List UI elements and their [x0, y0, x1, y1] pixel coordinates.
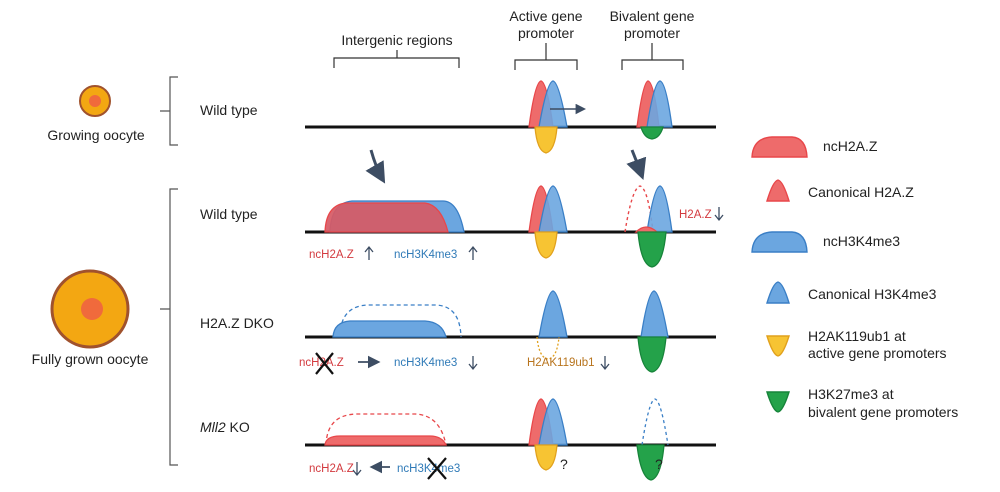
row2-up-arrow-2 — [468, 245, 478, 260]
row4-caption-h2az: ncH2A.Z — [309, 463, 354, 475]
legend-h3k27me3-icon — [766, 391, 790, 413]
header-bivalent-2: promoter — [624, 25, 680, 41]
row3-caption-h2az: ncH2A.Z — [299, 357, 344, 369]
legend-label-4: Canonical H3K4me3 — [808, 286, 937, 302]
fully-grown-oocyte-icon — [50, 269, 130, 349]
bracket-grown — [160, 188, 178, 466]
row4-bivalent-peaks — [636, 398, 669, 481]
row4-cross-icon — [427, 457, 447, 480]
transition-arrow-intergenic — [365, 149, 386, 184]
legend-label-6b: bivalent gene promoters — [808, 404, 958, 420]
legend-canonical-h3k4me3-icon — [766, 281, 790, 304]
legend-label-1: ncH2A.Z — [823, 138, 878, 154]
row3-label: H2A.Z DKO — [200, 315, 274, 331]
row4-label-gene: Mll2 — [200, 419, 226, 435]
legend-ncH2A.Z-icon — [751, 136, 808, 158]
legend-label-5a: H2AK119ub1 at — [808, 328, 906, 344]
bracket-intergenic — [333, 50, 460, 68]
legend-ncH3K4me3-icon — [751, 231, 808, 253]
bracket-growing — [160, 76, 178, 146]
row3-down-arrow-2 — [600, 356, 610, 371]
legend-h2ak119ub1-icon — [766, 335, 790, 357]
row3-active-peaks — [536, 290, 568, 360]
bracket-active — [514, 43, 578, 70]
row2-active-peaks — [528, 185, 568, 259]
row4-down-arrow — [352, 462, 362, 477]
row4-question-active: ? — [560, 456, 568, 472]
row4-question-bivalent: ? — [655, 456, 663, 472]
fully-grown-oocyte-label: Fully grown oocyte — [32, 351, 149, 367]
row4-caption-h3k4: ncH3K4me3 — [397, 463, 460, 475]
row2-bivalent-peaks — [624, 185, 673, 268]
row3-caption-h3k4: ncH3K4me3 — [394, 357, 457, 369]
row3-caption-h2ak: H2AK119ub1 — [527, 357, 595, 369]
row1-label: Wild type — [200, 102, 258, 118]
growing-oocyte-label: Growing oocyte — [47, 127, 144, 143]
row2-caption-h3k4: ncH3K4me3 — [394, 249, 457, 261]
transition-arrow-bivalent — [626, 149, 647, 180]
row3-bivalent-peaks — [637, 290, 669, 373]
row4-active-peaks — [528, 398, 568, 471]
row4-label-rest: KO — [226, 419, 250, 435]
row4-intergenic-domain — [324, 413, 448, 446]
row3-intergenic-domain — [332, 304, 462, 338]
header-active-2: promoter — [518, 25, 574, 41]
row1-active-peaks — [528, 80, 587, 154]
header-intergenic: Intergenic regions — [341, 32, 452, 48]
legend-label-5b: active gene promoters — [808, 345, 947, 361]
row2-caption-bivalent-h2az: H2A.Z — [679, 209, 712, 221]
growing-oocyte-icon — [79, 85, 111, 117]
row2-up-arrow-1 — [364, 245, 374, 260]
legend-label-3: ncH3K4me3 — [823, 233, 900, 249]
row3-cross-icon — [315, 352, 334, 375]
bracket-bivalent — [621, 43, 684, 70]
header-bivalent-1: Bivalent gene — [610, 8, 695, 24]
legend-canonical-h2az-icon — [766, 179, 790, 202]
legend: ncH2A.Z Canonical H2A.Z ncH3K4me3 Canoni… — [751, 136, 958, 420]
row2-label: Wild type — [200, 206, 258, 222]
row3-down-arrow-1 — [468, 356, 478, 371]
row1-bivalent-peaks — [636, 80, 673, 140]
row4-label: Mll2 KO — [200, 419, 250, 435]
legend-label-6a: H3K27me3 at — [808, 386, 894, 402]
row2-down-arrow — [714, 207, 724, 222]
row2-intergenic-domains — [324, 200, 465, 233]
legend-label-2: Canonical H2A.Z — [808, 184, 914, 200]
row2-caption-h2az: ncH2A.Z — [309, 249, 354, 261]
header-active-1: Active gene — [509, 8, 582, 24]
